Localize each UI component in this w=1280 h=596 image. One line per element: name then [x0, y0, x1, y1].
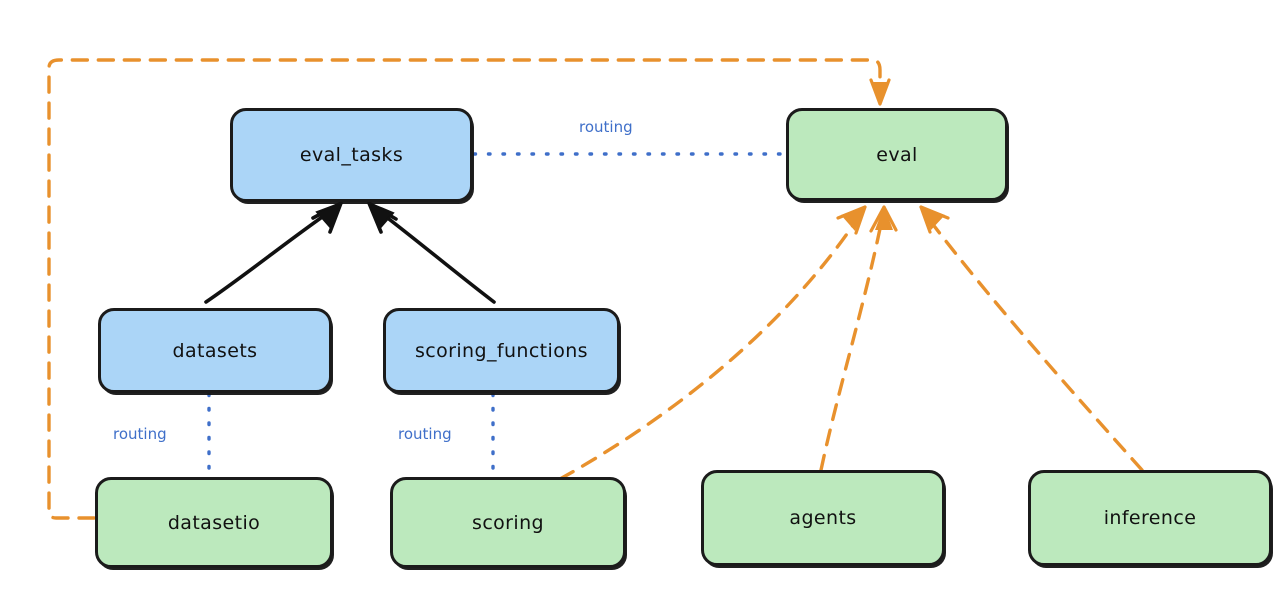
- node-label-datasetio: datasetio: [167, 511, 261, 534]
- edge-label-routing-scoring-functions: routing: [398, 425, 452, 443]
- node-label-eval-tasks: eval_tasks: [299, 144, 404, 166]
- node-agents[interactable]: agents: [701, 470, 945, 566]
- node-label-datasets: datasets: [172, 339, 258, 362]
- node-inference[interactable]: inference: [1028, 470, 1272, 566]
- edge-scoring_functions-to-eval_tasks: [367, 201, 496, 304]
- edge-inference-to-eval: [919, 205, 1144, 472]
- node-label-agents: agents: [789, 507, 857, 529]
- node-label-scoring-functions: scoring_functions: [415, 339, 588, 362]
- node-eval-tasks[interactable]: eval_tasks: [230, 108, 473, 202]
- node-datasets[interactable]: datasets: [98, 308, 332, 393]
- edge-label-routing-eval-tasks: routing: [579, 118, 633, 136]
- node-scoring[interactable]: scoring: [390, 477, 626, 568]
- node-label-eval: eval: [876, 143, 918, 166]
- node-scoring-functions[interactable]: scoring_functions: [383, 308, 620, 393]
- edge-label-routing-datasets: routing: [113, 425, 167, 443]
- edge-agents-to-eval: [819, 205, 898, 472]
- edge-datasets-to-eval_tasks: [204, 201, 343, 304]
- node-datasetio[interactable]: datasetio: [95, 477, 333, 568]
- node-eval[interactable]: eval: [786, 108, 1008, 201]
- node-label-inference: inference: [1103, 507, 1197, 529]
- node-label-scoring: scoring: [472, 511, 544, 534]
